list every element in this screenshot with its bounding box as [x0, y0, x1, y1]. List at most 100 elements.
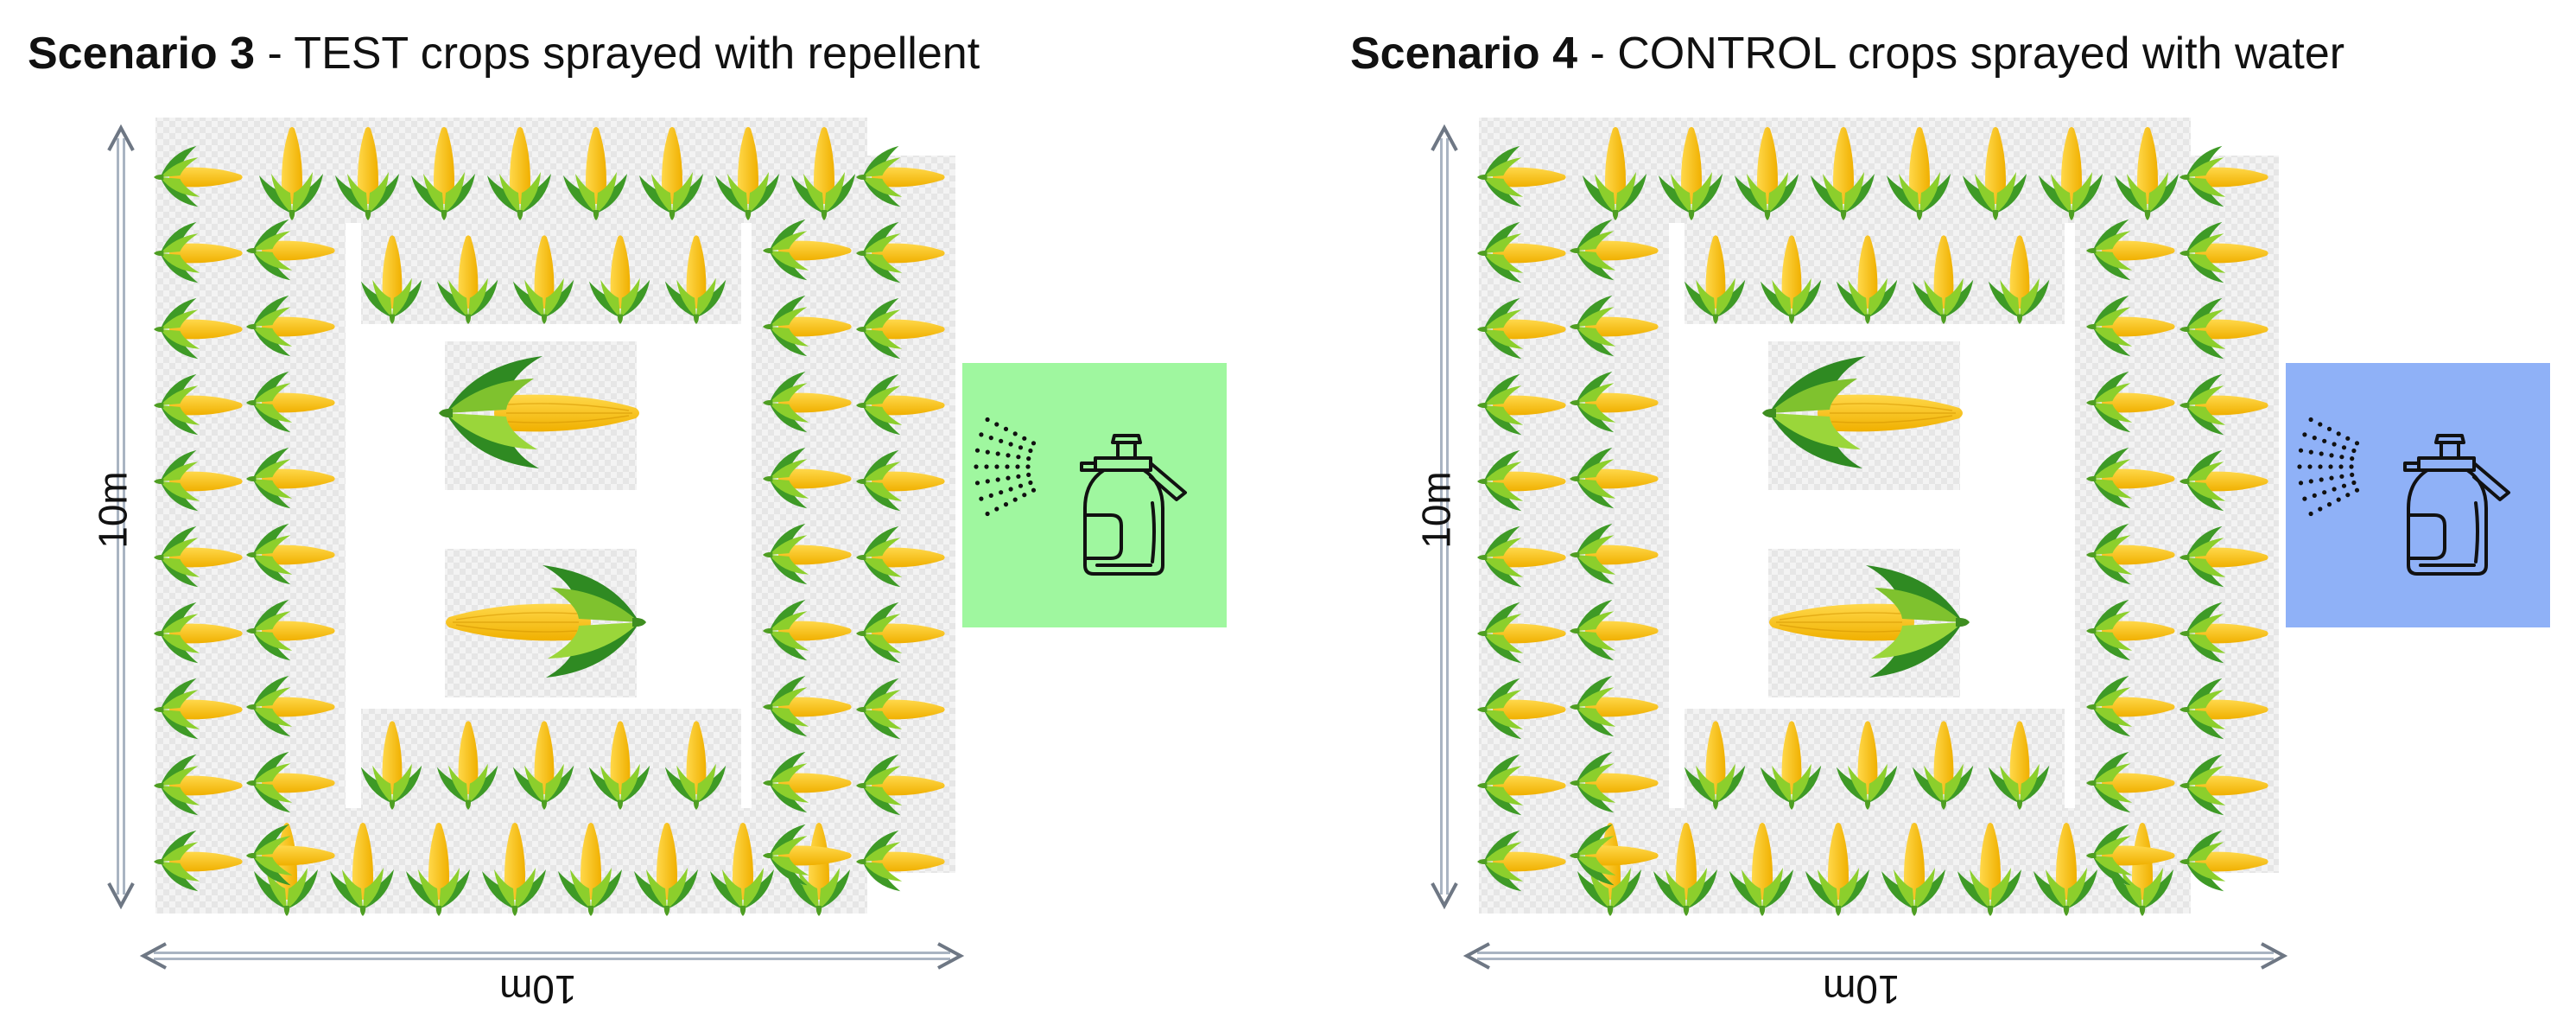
spray-dot	[1031, 487, 1037, 493]
arrow-head	[107, 882, 135, 910]
spray-dot	[974, 481, 980, 486]
spray-dot	[2341, 483, 2347, 488]
spray-dot	[2329, 475, 2334, 481]
spray-dot	[2307, 464, 2313, 469]
arrow-head	[2261, 942, 2288, 970]
spray-dot	[999, 490, 1004, 495]
spray-dot	[2318, 506, 2323, 512]
spray-dot	[2345, 493, 2351, 498]
arrow-head	[1431, 124, 1458, 151]
spray-dot	[1018, 483, 1024, 488]
spray-dot	[2351, 480, 2357, 486]
spray-dot	[2329, 453, 2334, 458]
spray-dot	[1016, 455, 1021, 460]
spray-dot	[2308, 511, 2313, 517]
spray-dot	[2345, 436, 2351, 441]
spray-dot	[2336, 497, 2341, 502]
spray-dot	[2319, 451, 2324, 456]
spray-dot	[2349, 464, 2354, 469]
scenario-4-horizontal-dimension-label: 10m	[1823, 967, 1900, 1012]
spray-dot	[2302, 432, 2307, 437]
spray-dot	[994, 506, 999, 512]
spray-dot	[2350, 456, 2355, 462]
spray-dot	[1012, 431, 1018, 436]
scenario-3-title-text: - TEST crops sprayed with repellent	[255, 29, 980, 79]
spray-dot	[2332, 487, 2337, 492]
spray-bottle-icon	[974, 417, 1187, 576]
horizontal-dimension-arrow	[1462, 942, 2288, 970]
spray-dot	[2302, 496, 2307, 501]
horizontal-dimension-arrow	[139, 942, 965, 970]
spray-dot	[2354, 487, 2360, 493]
spray-dot	[1018, 445, 1024, 450]
spray-dot	[1005, 464, 1010, 469]
spray-dot	[2322, 438, 2327, 443]
spray-dot	[985, 417, 990, 423]
spray-dot	[995, 477, 1000, 482]
spray-dot	[985, 511, 990, 517]
arrow-head	[107, 124, 135, 151]
spray-dot	[2298, 481, 2304, 486]
scenario-3-vertical-dimension-label: 10m	[90, 471, 136, 549]
spray-dot	[1028, 448, 1033, 454]
vertical-dimension-arrow	[107, 124, 135, 910]
arrow-head	[139, 942, 167, 970]
spray-dot	[2338, 464, 2344, 469]
scenario-3-title-bold: Scenario 3	[28, 29, 256, 79]
spray-dot	[2351, 448, 2357, 454]
spray-dot	[2308, 449, 2313, 455]
spray-dot	[2341, 445, 2347, 450]
spray-dot	[2318, 422, 2323, 427]
spray-dot	[1006, 453, 1011, 458]
spray-dot	[2308, 417, 2313, 423]
spray-dot	[999, 438, 1004, 443]
spray-dot	[984, 464, 989, 469]
spray-dot	[974, 464, 979, 469]
spray-mist	[2297, 417, 2360, 517]
spray-dot	[2312, 436, 2317, 441]
spray-dot	[2336, 431, 2341, 436]
spray-dot	[2308, 479, 2313, 484]
spray-dot	[2319, 477, 2324, 482]
spray-dot	[2332, 442, 2337, 447]
spray-mist	[974, 417, 1037, 517]
spray-dot	[1003, 426, 1009, 431]
spray-dot	[988, 436, 993, 441]
spray-dot	[2328, 464, 2333, 469]
spray-dot	[1026, 472, 1031, 477]
arrow-head	[1431, 882, 1458, 910]
spray-dot	[985, 449, 990, 455]
spray-dot	[2297, 464, 2302, 469]
arrow-head	[1462, 942, 1490, 970]
scenario-4-title-bold: Scenario 4	[1350, 29, 1578, 79]
scenario-3-title: Scenario 3 - TEST crops sprayed with rep…	[28, 26, 980, 81]
spray-dot	[2326, 426, 2332, 431]
spray-dot	[1031, 441, 1037, 446]
spray-dot	[2322, 490, 2327, 495]
scenario-4-title: Scenario 4 - CONTROL crops sprayed with …	[1350, 26, 2344, 81]
scenario-3-field	[107, 118, 1227, 970]
spray-dot	[2339, 474, 2344, 479]
spray-dot	[1026, 456, 1031, 462]
spray-dot	[994, 422, 999, 427]
spray-dot	[2298, 448, 2304, 453]
scenario-3-horizontal-dimension-label: 10m	[499, 967, 577, 1012]
spray-dot	[985, 479, 990, 484]
spray-dot	[1006, 475, 1011, 481]
spray-dot	[2339, 455, 2344, 460]
spray-dot	[974, 448, 980, 453]
spray-dot	[995, 451, 1000, 456]
spray-dot	[2312, 493, 2317, 498]
spray-dot	[1008, 487, 1013, 492]
arrow-head	[937, 942, 965, 970]
spray-dot	[988, 493, 993, 498]
spray-dot	[1028, 480, 1033, 486]
vertical-dimension-arrow	[1431, 124, 1458, 910]
spray-dot	[979, 432, 984, 437]
scenario-4-field	[1431, 118, 2550, 970]
spray-dot	[1025, 464, 1031, 469]
tile-strip	[2075, 156, 2279, 873]
spray-dot	[1008, 442, 1013, 447]
spray-dot	[2326, 502, 2332, 507]
